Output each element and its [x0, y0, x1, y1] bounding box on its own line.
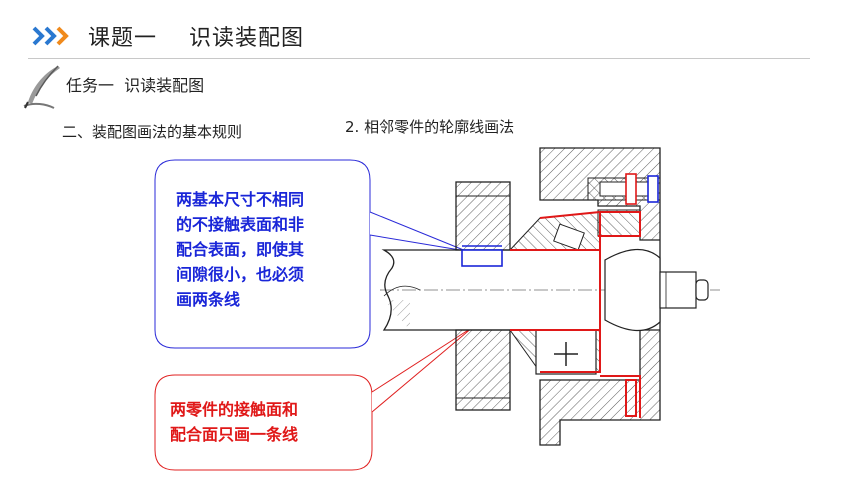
- header-divider: [28, 58, 810, 59]
- red-callout-bubble: [154, 326, 474, 471]
- page-title: 课题一 识读装配图: [88, 26, 304, 51]
- non-contact-callout-text: 两基本尺寸不相同 的不接触表面和非 配合表面，即使其 间隙很小，也必须 画两条线: [176, 190, 305, 309]
- blue-callout-bubble: [154, 159, 467, 349]
- task-title: 任务一 识读装配图: [66, 76, 205, 95]
- shaft: [380, 249, 720, 331]
- end-cap: [604, 248, 709, 332]
- chevron-right-icon: [32, 26, 69, 46]
- rule-subtitle: 2. 相邻零件的轮廓线画法: [345, 118, 515, 136]
- top-bolt: [587, 173, 661, 205]
- section-title: 二、装配图画法的基本规则: [62, 123, 243, 141]
- contact-callout-text: 两零件的接触面和 配合面只画一条线: [170, 400, 299, 444]
- gear-hub: [455, 181, 511, 411]
- quill-pen-icon: [23, 65, 60, 109]
- contact-lines: [510, 210, 641, 418]
